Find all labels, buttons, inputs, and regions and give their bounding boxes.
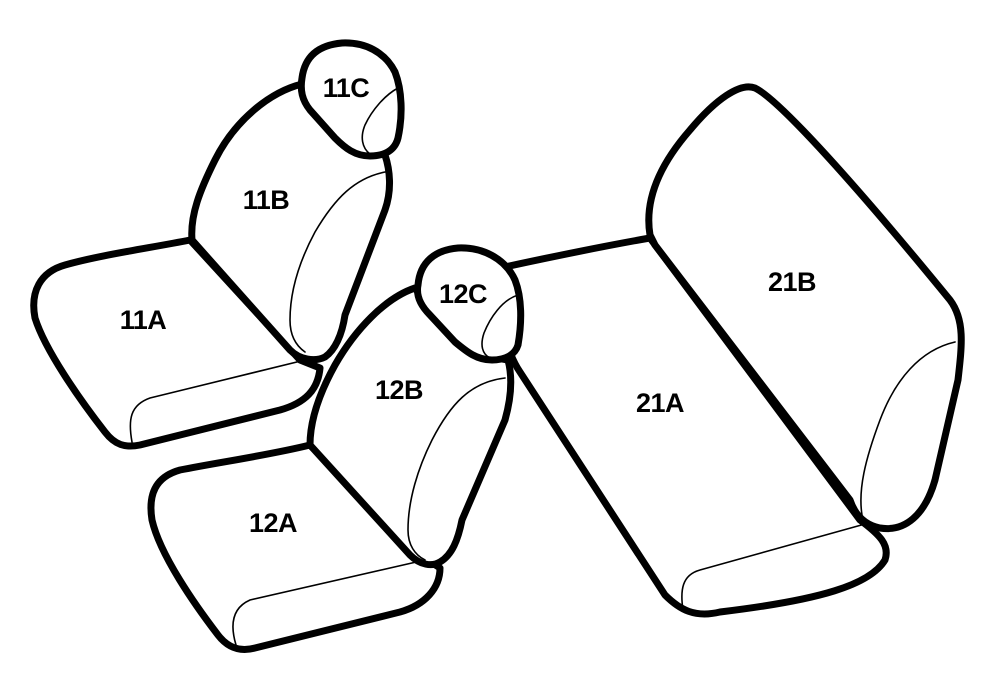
label-21b: 21B [768, 267, 816, 297]
label-12b: 12B [375, 375, 423, 405]
seat-21b-seam [860, 341, 956, 516]
label-11a: 11A [120, 305, 167, 335]
seat-11 [30, 39, 405, 450]
seat-11c-headrest[interactable] [297, 39, 405, 160]
label-12a: 12A [249, 508, 297, 538]
label-12c: 12C [439, 279, 487, 309]
seat-12a-cushion[interactable] [147, 441, 444, 653]
label-11b: 11B [243, 185, 290, 215]
seat-12a-seam [232, 559, 426, 646]
seat-21a-seam [681, 523, 866, 611]
seat-12c-headrest[interactable] [414, 244, 525, 364]
seat-12b-seam [407, 377, 506, 561]
seat-21 [496, 83, 965, 618]
label-21a: 21A [636, 388, 684, 418]
label-11c: 11C [323, 73, 370, 103]
seat-11b-seam [289, 171, 386, 353]
seat-21a-cushion[interactable] [496, 234, 890, 618]
seat-11c-seam [361, 87, 399, 155]
seat-11b-backrest[interactable] [188, 80, 393, 364]
seat-12 [147, 244, 525, 653]
seat-11a-cushion[interactable] [30, 236, 324, 450]
seat-12b-backrest[interactable] [306, 284, 515, 569]
seat-11a-seam [129, 359, 306, 443]
seat-12c-seam [481, 294, 519, 359]
seat-21b-backrest[interactable] [645, 83, 965, 533]
